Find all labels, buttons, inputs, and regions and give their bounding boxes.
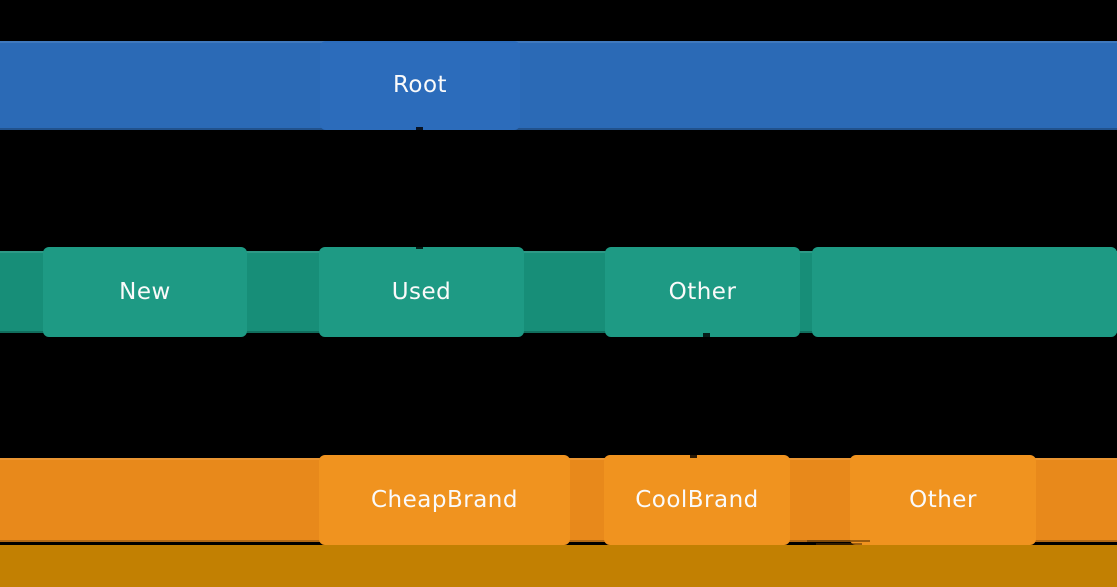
node-cheapbrand[interactable]: CheapBrand	[319, 455, 570, 545]
node-new-label: New	[119, 278, 171, 305]
node-other-category-label: Other	[668, 278, 737, 305]
node-other-category[interactable]: Other	[605, 247, 800, 337]
node-root-label: Root	[392, 72, 448, 98]
link-stub-1	[416, 242, 423, 249]
node-other-brand-label: Other	[909, 486, 977, 513]
clipped-next-level-bar	[0, 545, 1117, 587]
node-category-rest[interactable]	[812, 247, 1117, 337]
link-hatch-1	[816, 543, 862, 545]
node-used[interactable]: Used	[319, 247, 524, 337]
node-other-brand[interactable]: Other	[850, 455, 1036, 545]
node-new[interactable]: New	[43, 247, 247, 337]
node-cheapbrand-label: CheapBrand	[371, 486, 518, 513]
link-hatch-0	[807, 540, 870, 542]
node-used-label: Used	[391, 278, 452, 305]
node-coolbrand[interactable]: CoolBrand	[604, 455, 790, 545]
link-stub-3	[690, 451, 697, 458]
link-stub-0	[416, 127, 423, 134]
link-stub-2	[703, 333, 710, 340]
node-coolbrand-label: CoolBrand	[635, 486, 759, 513]
level-0-bar	[0, 41, 1117, 130]
node-root[interactable]: Root	[320, 41, 520, 130]
